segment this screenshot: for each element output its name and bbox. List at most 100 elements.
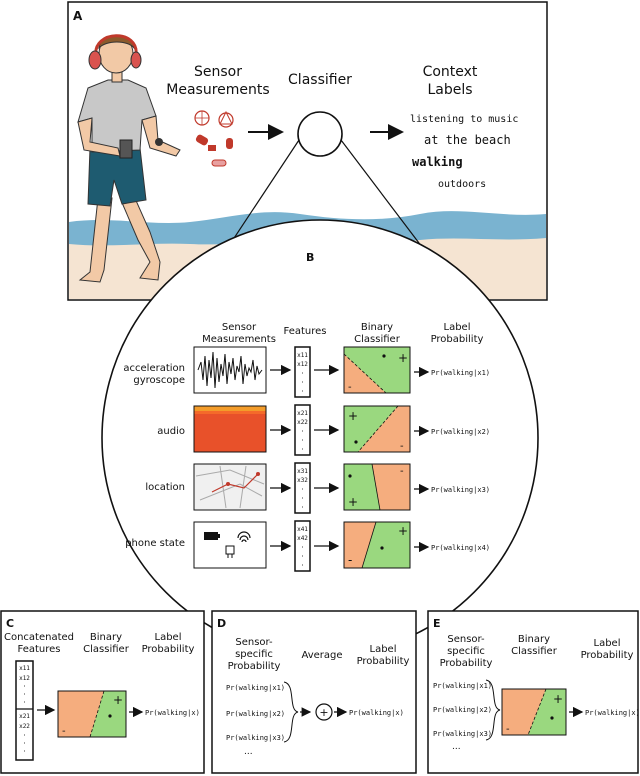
context-label-1: listening to music: [410, 114, 518, 125]
svg-text:+: +: [398, 524, 408, 538]
b-row3-probability: Pr(walking|x3): [431, 486, 490, 494]
e-head-3: Probability: [440, 658, 493, 669]
svg-text:-: -: [506, 724, 510, 735]
sensor-icons-cluster: [194, 110, 234, 167]
d-head-average: Average: [301, 650, 342, 661]
panel-e: E Sensor- specific Probability Binary Cl…: [427, 610, 640, 774]
e-head-label-1: Label: [594, 638, 621, 649]
d-probability-2: Pr(walking|x2): [226, 710, 285, 718]
b-row1-feature-2: x12: [297, 361, 308, 368]
svg-text:·: ·: [301, 552, 304, 561]
b-head-binary-2: Classifier: [354, 334, 401, 345]
svg-text:+: +: [553, 692, 563, 706]
panel-a-sensor-title-1: Sensor: [194, 64, 242, 80]
e-head-binary-1: Binary: [518, 634, 550, 645]
b-row1-name-2: gyroscope: [133, 375, 185, 386]
walking-person-illustration: [77, 34, 181, 283]
b-row4-feature-vector: [294, 520, 311, 572]
panel-a-classifier-title: Classifier: [288, 72, 352, 88]
c-head-label-2: Probability: [142, 644, 195, 655]
svg-text:·: ·: [301, 436, 304, 445]
svg-text:-: -: [348, 553, 352, 567]
c-head-binary-1: Binary: [90, 632, 122, 643]
panel-a-context-title-2: Labels: [427, 82, 472, 98]
b-head-sensor-2: Measurements: [202, 334, 276, 345]
classifier-circle: [297, 111, 343, 157]
b-row4-feature-1: x41: [297, 526, 308, 533]
concatenated-feature-vector: [15, 660, 34, 761]
panel-b-circle: [101, 219, 539, 657]
c-feature-2: x12: [19, 675, 30, 682]
e-head-label-2: Probability: [581, 650, 634, 661]
wifi-icon: [237, 531, 251, 543]
e-curly-brace: [485, 679, 501, 741]
d-head-label-2: Probability: [357, 656, 410, 667]
panel-e-letter: E: [433, 617, 441, 630]
svg-text:-: -: [62, 726, 66, 737]
switch-icon: [211, 159, 227, 167]
microphone-icon: [226, 138, 233, 149]
panel-b-letter: B: [306, 251, 314, 264]
panel-d: D Sensor- specific Probability Average L…: [211, 610, 417, 774]
d-head-1: Sensor-: [235, 637, 273, 648]
charger-icon: [225, 545, 235, 555]
e-head-1: Sensor-: [447, 634, 485, 645]
context-label-4: outdoors: [438, 179, 486, 190]
b-row2-feature-1: x21: [297, 410, 308, 417]
svg-text:·: ·: [301, 369, 304, 378]
svg-text:·: ·: [23, 690, 26, 699]
panel-d-frame: [211, 610, 417, 774]
b-head-label-2: Probability: [431, 334, 484, 345]
svg-text:-: -: [348, 382, 352, 393]
b-row3-feature-vector: [294, 462, 311, 514]
svg-text:·: ·: [301, 503, 304, 512]
d-head-label-1: Label: [370, 644, 397, 655]
panel-a-context-title-1: Context: [423, 64, 478, 80]
svg-text:·: ·: [301, 561, 304, 570]
svg-text:·: ·: [23, 731, 26, 740]
b-head-binary-1: Binary: [361, 322, 393, 333]
b-row1-name-1: acceleration: [123, 363, 185, 374]
svg-text:·: ·: [23, 739, 26, 748]
svg-text:·: ·: [301, 387, 304, 396]
b-row2-name: audio: [157, 426, 185, 437]
d-probability: Pr(walking|x): [349, 709, 404, 717]
panel-a-sensor-title-2: Measurements: [166, 82, 269, 98]
svg-text:·: ·: [301, 427, 304, 436]
battery-status-icon: [204, 532, 218, 540]
e-probability: Pr(walking|x): [585, 709, 640, 717]
b-row1-feature-1: x11: [297, 352, 308, 359]
b-head-sensor-1: Sensor: [222, 322, 257, 333]
b-row-phone-state: phone state x41 x42 · · · + - Pr(walking: [125, 520, 490, 572]
panel-a-letter: A: [73, 9, 83, 23]
b-row2-feature-vector: [294, 404, 311, 456]
panel-d-letter: D: [217, 617, 226, 630]
svg-text:·: ·: [301, 494, 304, 503]
panel-c: C Concatenated Features Binary Classifie…: [0, 610, 205, 774]
c-probability: Pr(walking|x): [145, 709, 200, 717]
b-row2-feature-2: x22: [297, 419, 308, 426]
d-probability-1: Pr(walking|x1): [226, 684, 285, 692]
b-row3-feature-2: x32: [297, 477, 308, 484]
b-row4-name: phone state: [125, 538, 185, 549]
b-row-acceleration: acceleration gyroscope x11 x12 · · · + -…: [123, 346, 490, 398]
e-probability-3: Pr(walking|x3): [433, 730, 492, 738]
c-head-binary-2: Classifier: [83, 644, 130, 655]
panel-c-letter: C: [6, 617, 14, 630]
svg-text:-: -: [400, 466, 404, 477]
d-head-3: Probability: [228, 661, 281, 672]
svg-text:·: ·: [301, 378, 304, 387]
b-row1-feature-vector: [294, 346, 311, 398]
c-feature-3: x21: [19, 713, 30, 720]
d-probability-3: Pr(walking|x3): [226, 734, 285, 742]
d-head-2: specific: [235, 649, 273, 660]
b-row4-feature-2: x42: [297, 535, 308, 542]
average-operator-circle: [315, 703, 333, 721]
c-feature-1: x11: [19, 665, 30, 672]
svg-text:·: ·: [23, 747, 26, 756]
b-row3-feature-1: x31: [297, 468, 308, 475]
svg-text:+: +: [348, 495, 358, 509]
context-label-2: at the beach: [424, 133, 511, 147]
phone-state-thumbnail: [193, 521, 267, 569]
